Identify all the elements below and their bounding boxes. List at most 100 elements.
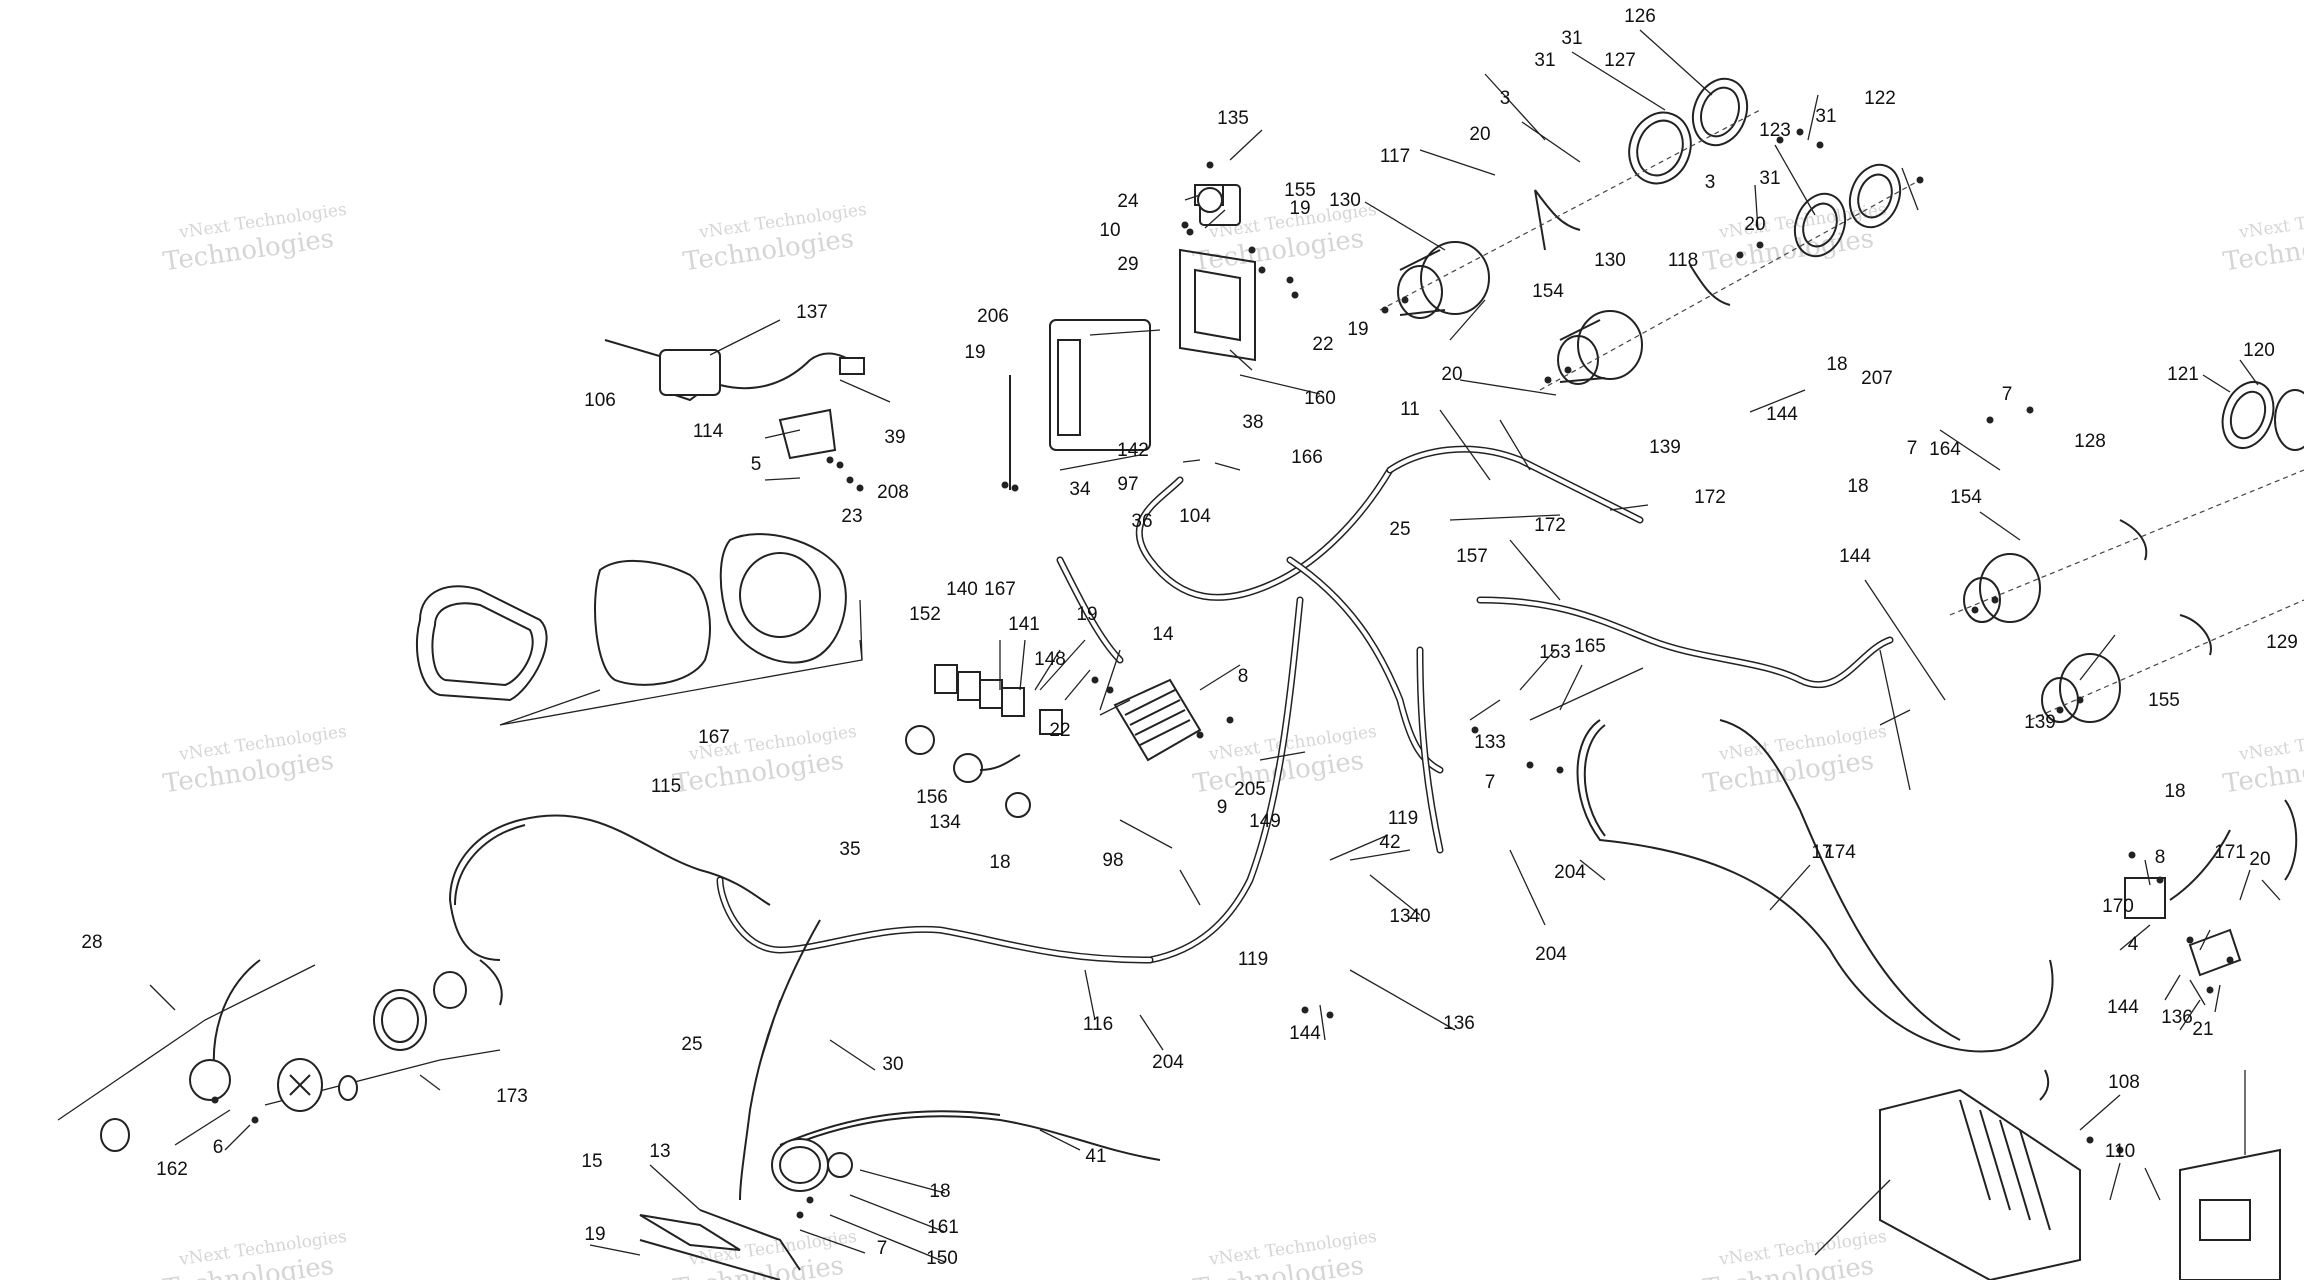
fastener-dot <box>1991 596 1999 604</box>
callout-205: 205 <box>1234 779 1266 800</box>
callout-160: 160 <box>1304 388 1336 409</box>
callout-116: 116 <box>1083 1014 1113 1035</box>
callout-128: 128 <box>2074 431 2106 452</box>
callout-141: 141 <box>1008 614 1040 635</box>
callout-31: 31 <box>1759 168 1780 189</box>
fastener-dot <box>1258 266 1266 274</box>
callout-106: 106 <box>584 390 616 411</box>
callout-208: 208 <box>877 482 909 503</box>
fastener-dot <box>1011 484 1019 492</box>
callout-115: 115 <box>651 776 681 797</box>
callout-167: 167 <box>984 579 1016 600</box>
callout-148: 148 <box>1034 649 1066 670</box>
fastener-dot <box>806 1196 814 1204</box>
callout-129: 129 <box>2266 632 2298 653</box>
callout-22: 22 <box>1049 720 1070 741</box>
callout-144: 144 <box>1839 546 1871 567</box>
callout-18: 18 <box>929 1181 950 1202</box>
fastener-dot <box>2226 956 2234 964</box>
callout-23: 23 <box>841 506 862 527</box>
callout-117: 117 <box>1380 146 1410 167</box>
callout-118: 118 <box>1668 250 1698 271</box>
callout-labels: 1263112731320117130155122311233132011813… <box>81 6 2297 1269</box>
fastener-dot <box>1916 176 1924 184</box>
fastener-dot <box>796 1211 804 1219</box>
fastener-dot <box>1971 606 1979 614</box>
fastener-dot <box>1471 726 1479 734</box>
callout-174: 174 <box>1824 842 1856 863</box>
callout-154: 154 <box>1950 487 1982 508</box>
fastener-dot <box>2186 936 2194 944</box>
callout-3: 3 <box>1705 172 1716 193</box>
callout-5: 5 <box>751 454 762 475</box>
callout-31: 31 <box>1561 28 1582 49</box>
fastener-dot <box>2056 706 2064 714</box>
callout-144: 144 <box>1289 1023 1321 1044</box>
callout-157: 157 <box>1456 546 1488 567</box>
callout-162: 162 <box>156 1159 188 1180</box>
fastener-dot <box>1226 716 1234 724</box>
callout-18: 18 <box>1826 354 1847 375</box>
callout-137: 137 <box>796 302 828 323</box>
fastener-dot <box>836 461 844 469</box>
callout-29: 29 <box>1117 254 1138 275</box>
callout-122: 122 <box>1864 88 1896 109</box>
fastener-dot <box>1186 228 1194 236</box>
callout-164: 164 <box>1929 439 1961 460</box>
callout-14: 14 <box>1152 624 1174 645</box>
callout-134: 134 <box>929 812 961 833</box>
callout-97: 97 <box>1117 474 1138 495</box>
fastener-dot <box>826 456 834 464</box>
callout-18: 18 <box>1847 476 1868 497</box>
fastener-dot <box>1756 241 1764 249</box>
callout-20: 20 <box>1744 214 1765 235</box>
callout-13: 13 <box>1389 906 1410 927</box>
fastener-dot <box>1564 366 1572 374</box>
fastener-dot <box>1091 676 1099 684</box>
callout-7: 7 <box>1907 438 1918 459</box>
callout-135: 135 <box>1217 108 1249 129</box>
callout-11: 11 <box>1400 399 1420 420</box>
fastener-dot <box>1181 221 1189 229</box>
callout-13: 13 <box>649 1141 670 1162</box>
callout-149: 149 <box>1249 811 1281 832</box>
fastener-dot <box>1196 731 1204 739</box>
callout-156: 156 <box>916 787 948 808</box>
callout-120: 120 <box>2243 340 2275 361</box>
callout-127: 127 <box>1604 50 1636 71</box>
callout-130: 130 <box>1594 250 1626 271</box>
leader-lines <box>149 29 2281 1263</box>
callout-8: 8 <box>2155 847 2166 868</box>
callout-19: 19 <box>584 1224 605 1245</box>
callout-170: 170 <box>2102 896 2134 917</box>
callout-165: 165 <box>1574 636 1606 657</box>
callout-110: 110 <box>2105 1141 2135 1162</box>
fastener-dot <box>1001 481 1009 489</box>
callout-19: 19 <box>1076 604 1097 625</box>
callout-150: 150 <box>926 1248 958 1269</box>
fastener-dot <box>1291 291 1299 299</box>
callout-25: 25 <box>681 1034 702 1055</box>
callout-108: 108 <box>2108 1072 2140 1093</box>
callout-20: 20 <box>2249 849 2270 870</box>
fastener-dot <box>1776 136 1784 144</box>
callout-3: 3 <box>1500 88 1511 109</box>
callout-15: 15 <box>581 1151 602 1172</box>
fastener-dot <box>2026 406 2034 414</box>
callout-19: 19 <box>1289 198 1310 219</box>
callout-31: 31 <box>1815 106 1836 127</box>
callout-206: 206 <box>977 306 1009 327</box>
fastener-dot <box>2076 696 2084 704</box>
callout-20: 20 <box>1441 364 1462 385</box>
fastener-dot <box>1301 1006 1309 1014</box>
fastener-dot <box>1736 251 1744 259</box>
callout-123: 123 <box>1759 120 1791 141</box>
callout-41: 41 <box>1085 1146 1106 1167</box>
callout-167: 167 <box>698 727 730 748</box>
callout-17: 17 <box>1811 842 1832 863</box>
callout-35: 35 <box>839 839 860 860</box>
